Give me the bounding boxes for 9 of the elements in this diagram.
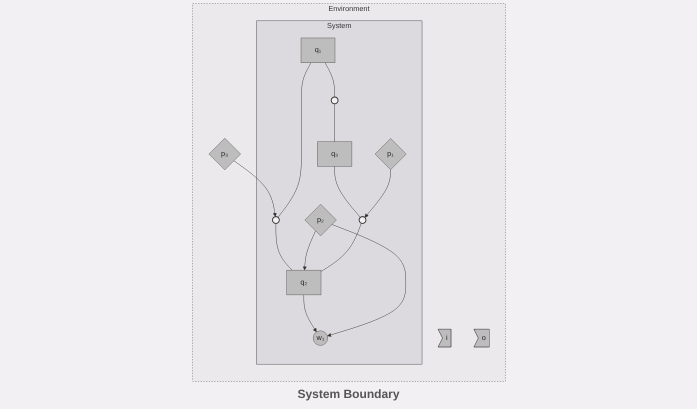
connector (320, 223, 362, 272)
node-circle (330, 96, 338, 104)
node-circle (272, 216, 280, 224)
connector (334, 166, 360, 218)
connector (277, 62, 311, 218)
connector (275, 223, 292, 270)
boundary-label: System Boundary (297, 387, 400, 401)
connector (324, 62, 334, 98)
node-circle (358, 216, 366, 224)
